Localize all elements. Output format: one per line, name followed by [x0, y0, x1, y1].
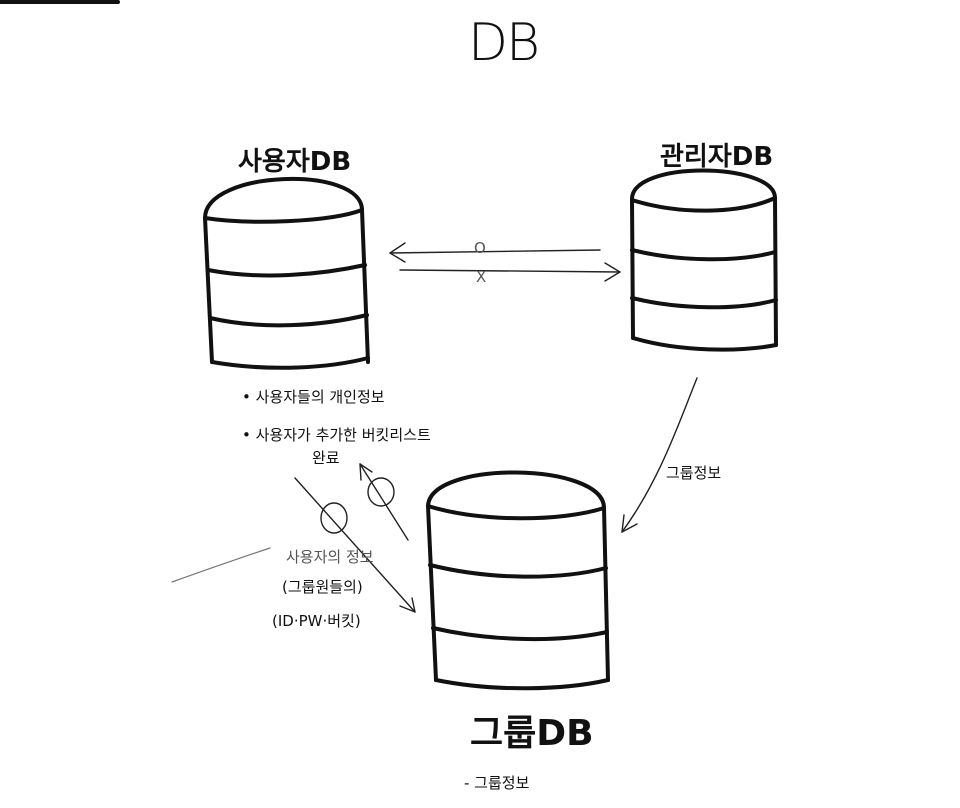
arrow-mark-blocked: X [476, 268, 486, 286]
arrow-user-to-admin [399, 262, 621, 282]
arrow-admin-to-user [389, 242, 601, 263]
admin-db-title: 관리자DB [660, 142, 773, 172]
page-title: DB [468, 13, 538, 73]
arrow-mark-allowed: O [474, 239, 486, 257]
mark-circle-2 [367, 477, 395, 507]
user-to-group-label-2: (그룹원들의) [282, 578, 363, 596]
arrow-group-to-user [359, 463, 409, 541]
user-db-title: 사용자DB [238, 147, 351, 177]
admin-to-group-label: 그룹정보 [666, 464, 721, 482]
group-db-note: - 그룹정보 [464, 774, 530, 792]
arrow-admin-to-group [621, 377, 698, 533]
group-db-title: 그룹DB [470, 713, 594, 754]
user-db-icon [203, 177, 370, 370]
group-db-icon [426, 470, 610, 691]
user-db-note-2: • 사용자가 추가한 버킷리스트 [242, 426, 431, 444]
arrow-user-to-group [294, 477, 416, 613]
stray-line [171, 547, 271, 583]
admin-db-icon [629, 168, 778, 352]
user-db-note-wrap: 완료 [312, 449, 340, 467]
user-to-group-label-1: 사용자의 정보 [286, 548, 374, 566]
mark-circle-1 [320, 502, 348, 534]
user-to-group-label-3: (ID·PW·버킷) [272, 612, 361, 630]
user-db-note-1: • 사용자들의 개인정보 [242, 388, 385, 406]
